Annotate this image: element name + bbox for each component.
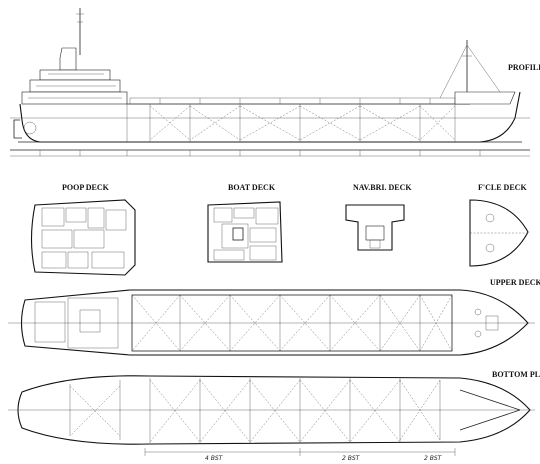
wheelhouse bbox=[365, 225, 385, 241]
title-fcle-deck: F'CLE DECK bbox=[478, 183, 527, 192]
windlass-port bbox=[485, 213, 495, 223]
title-profile: PROFILE bbox=[508, 63, 540, 72]
tank-label-2-bst-right: 2 BST bbox=[424, 455, 443, 462]
title-poop-deck: POOP DECK bbox=[62, 183, 110, 192]
bridge-tier bbox=[39, 69, 111, 81]
bottom-plan: BOTTOM PLAN 4 BST 2 BST 2 BST bbox=[8, 370, 540, 462]
nav-bridge-outline bbox=[345, 204, 405, 251]
cargo-hold bbox=[131, 294, 453, 352]
stair-well bbox=[232, 227, 244, 241]
windlass-stbd bbox=[485, 243, 495, 253]
boat-deck-plan: BOAT DECK bbox=[207, 183, 283, 263]
fcle-deck-plan: F'CLE DECK bbox=[469, 183, 529, 267]
propeller bbox=[23, 121, 37, 135]
funnel bbox=[59, 47, 77, 71]
nav-bridge-deck-plan: NAV.BRI. DECK bbox=[345, 183, 412, 251]
tank-label-4-bst: 4 BST bbox=[205, 455, 224, 462]
boat-deck-outline bbox=[207, 201, 283, 263]
title-bottom-plan: BOTTOM PLAN bbox=[492, 370, 540, 379]
hatch-coaming bbox=[129, 97, 456, 105]
upper-deck-outline bbox=[20, 289, 529, 356]
fcle-deck-outline bbox=[469, 199, 529, 267]
title-nav-bri-deck: NAV.BRI. DECK bbox=[353, 183, 412, 192]
poop-deck-plan: POOP DECK bbox=[30, 183, 136, 276]
title-upper-deck: UPPER DECK bbox=[490, 278, 540, 287]
title-boat-deck: BOAT DECK bbox=[228, 183, 276, 192]
profile-view: PROFILE bbox=[10, 8, 540, 157]
poop-deck-outline bbox=[30, 199, 136, 276]
bottom-plan-outline bbox=[17, 375, 531, 445]
forecastle bbox=[454, 91, 516, 105]
upper-deck-plan: UPPER DECK bbox=[8, 278, 540, 356]
tank-label-2-bst-mid: 2 BST bbox=[342, 455, 361, 462]
